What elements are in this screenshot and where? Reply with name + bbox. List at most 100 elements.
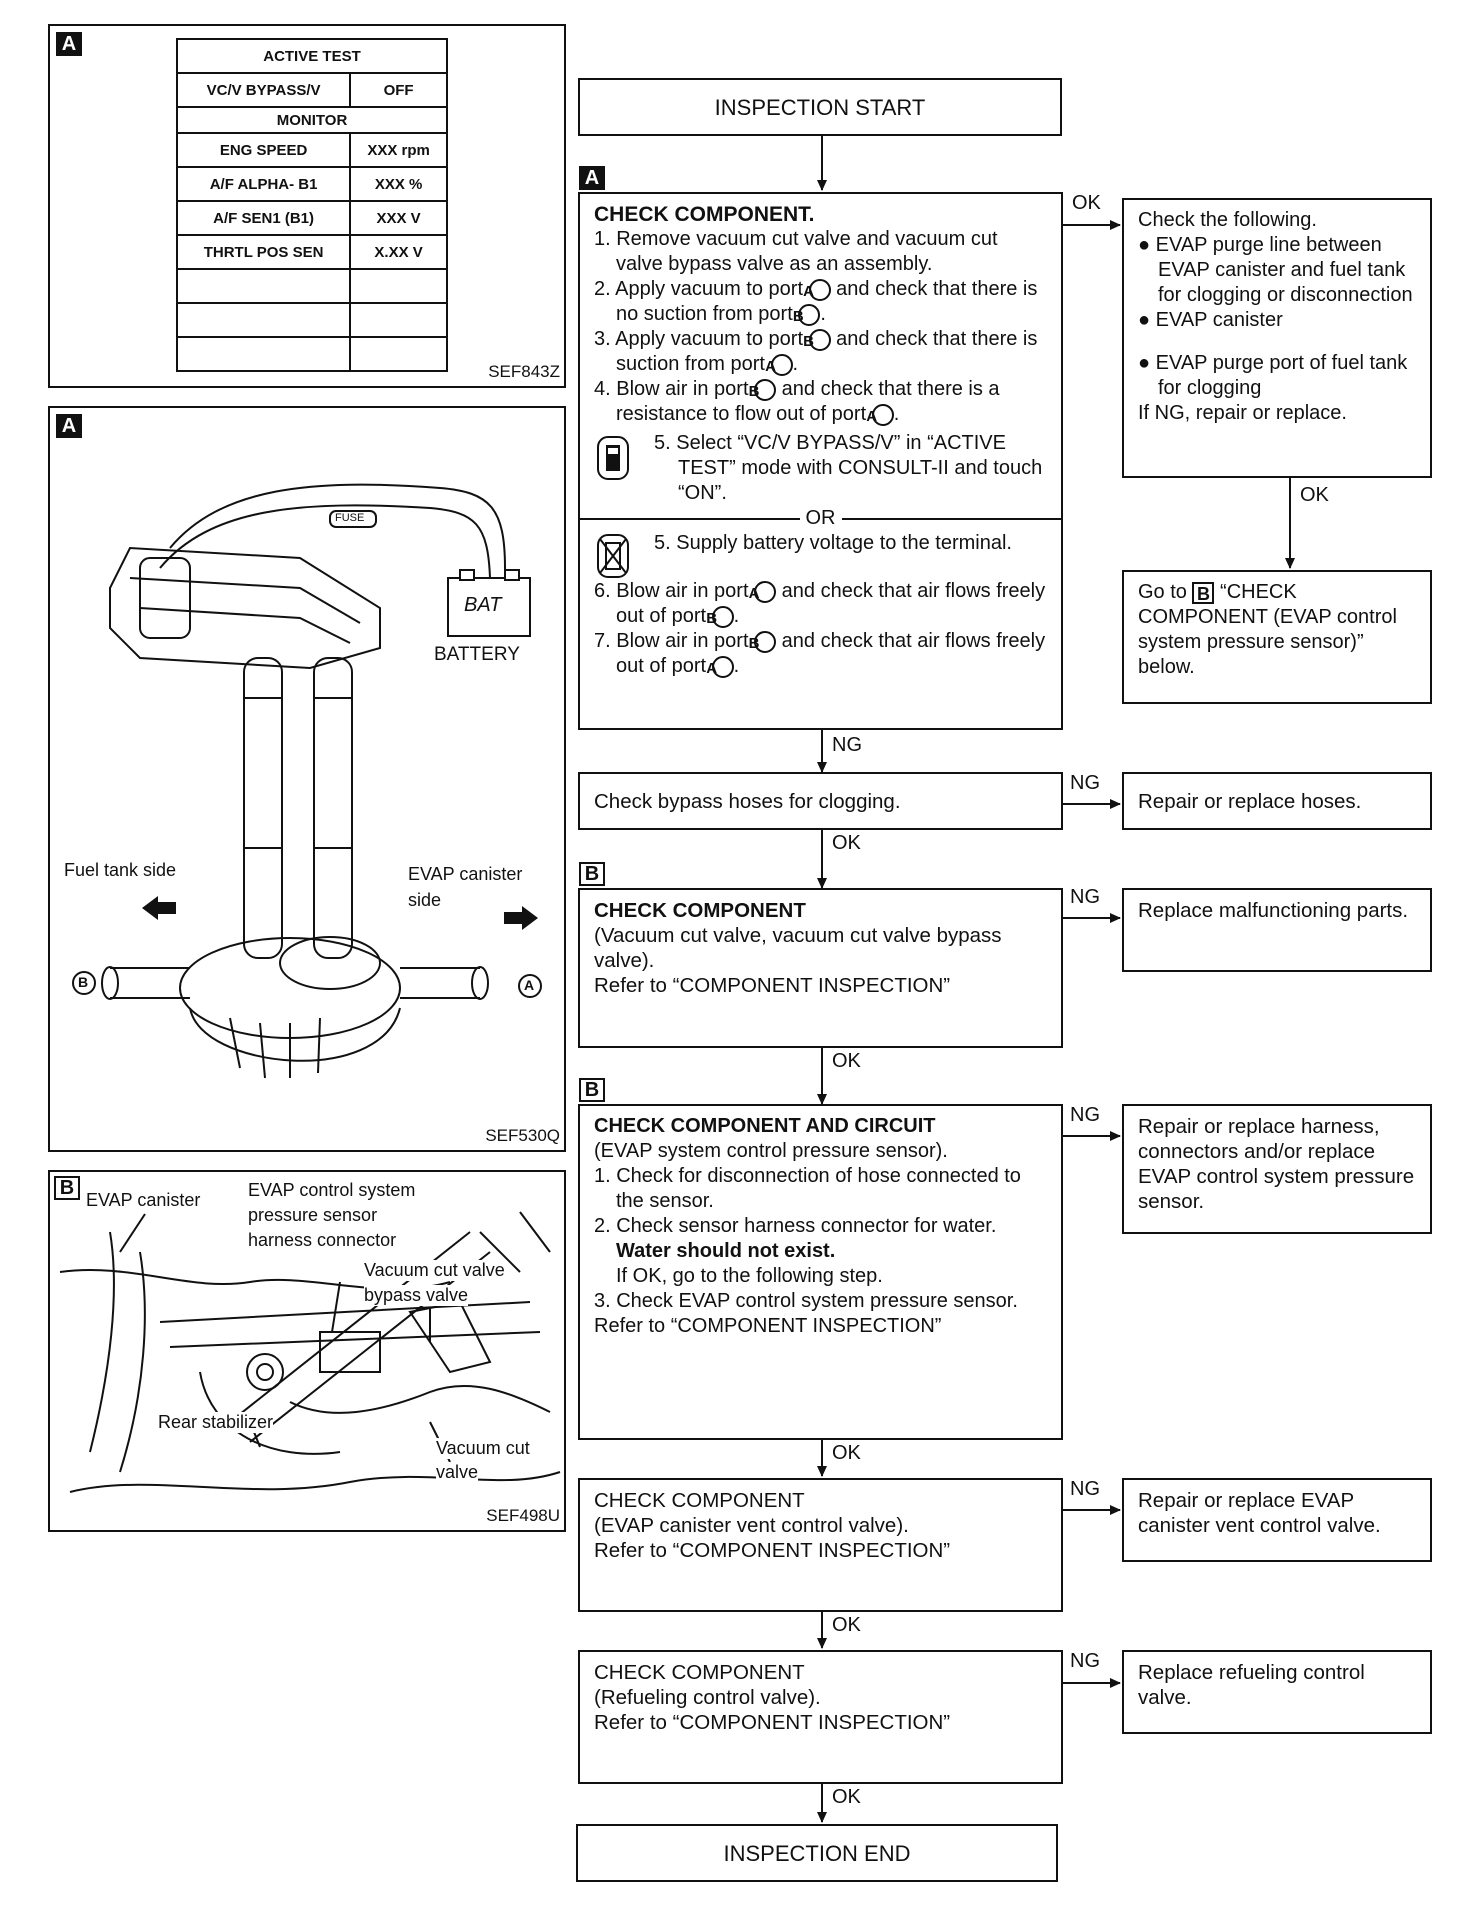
port-b-icon: B xyxy=(793,303,821,326)
ng-label: NG xyxy=(1070,772,1100,794)
bullet-icon: ● xyxy=(1138,352,1156,374)
step4-item: 3. Check EVAP control system pressure se… xyxy=(594,1290,1018,1312)
table-cell xyxy=(349,302,448,338)
port-a-label: A xyxy=(524,977,535,993)
check-following-intro: Check the following. xyxy=(1138,209,1317,231)
table-cell xyxy=(349,268,448,304)
panel-tag-a: A xyxy=(56,414,82,438)
table-cell: XXX V xyxy=(349,200,448,236)
table-cell: A/F SEN1 (B1) xyxy=(175,200,352,236)
table-cell: ENG SPEED xyxy=(175,132,352,168)
port-b-icon: B xyxy=(749,630,777,653)
ok-label: OK xyxy=(832,1442,861,1464)
step1-item: 1. Remove vacuum cut valve and vacuum cu… xyxy=(594,228,998,275)
bypass-valve-label-1: Vacuum cut valve xyxy=(364,1260,505,1281)
figure-code: SEF498U xyxy=(486,1506,560,1525)
active-test-table: ACTIVE TEST VC/V BYPASS/V OFF MONITOR EN… xyxy=(175,38,448,372)
consult-tester-icon xyxy=(597,436,629,480)
step4-ref: Refer to “COMPONENT INSPECTION” xyxy=(594,1315,942,1337)
step6-body: (Refueling control valve). xyxy=(594,1686,821,1709)
step1-title: CHECK COMPONENT. xyxy=(594,203,815,226)
table-header: ACTIVE TEST xyxy=(176,38,448,74)
check-bypass-hoses-box: Check bypass hoses for clogging. xyxy=(578,772,1063,830)
ok-label: OK xyxy=(832,832,861,854)
table-monitor: MONITOR xyxy=(176,106,448,134)
step-tag-a: A xyxy=(579,166,605,190)
goto-tag-b: B xyxy=(1192,581,1215,604)
ok-label: OK xyxy=(832,1786,861,1808)
check-following-box: Check the following. ● EVAP purge line b… xyxy=(1122,198,1432,478)
step4-warning: Water should not exist. xyxy=(616,1240,836,1262)
step1-item: 7. Blow air in port B and check that air… xyxy=(594,630,1046,678)
evap-side-label-2: side xyxy=(408,890,442,910)
table-cell xyxy=(175,302,352,338)
fuse-label: FUSE xyxy=(335,512,365,524)
step5-title: CHECK COMPONENT xyxy=(594,1489,805,1512)
bat-label: BAT xyxy=(464,594,502,616)
panel-tag-a: A xyxy=(56,32,82,56)
panel-tag-b: B xyxy=(54,1176,80,1200)
consult-option: 5. Select “VC/V BYPASS/V” in “ACTIVE TES… xyxy=(594,431,1047,506)
repair-harness-box: Repair or replace harness, connectors an… xyxy=(1122,1104,1432,1234)
valve-assembly-panel: A xyxy=(48,406,566,1152)
figure-code: SEF843Z xyxy=(488,362,560,381)
table-cell: XXX % xyxy=(349,166,448,202)
port-a-icon: A xyxy=(803,278,831,301)
table-cell: XXX rpm xyxy=(349,132,448,168)
ng-instruction: If NG, repair or replace. xyxy=(1138,402,1347,424)
inspection-end-box: INSPECTION END xyxy=(576,1824,1058,1882)
valve-assembly-illustration xyxy=(72,483,542,1079)
ng-label: NG xyxy=(832,734,862,756)
rear-stabilizer-label: Rear stabilizer xyxy=(158,1412,274,1433)
step3-body: (Vacuum cut valve, vacuum cut valve bypa… xyxy=(594,924,1002,972)
bullet-icon: ● xyxy=(1138,309,1156,331)
vacuum-cut-valve-label-1: Vacuum cut xyxy=(436,1438,530,1459)
table-cell xyxy=(175,268,352,304)
port-b-icon: B xyxy=(803,328,831,351)
check-vent-valve-box: CHECK COMPONENT (EVAP canister vent cont… xyxy=(578,1478,1063,1612)
repair-vent-valve-box: Repair or replace EVAP canister vent con… xyxy=(1122,1478,1432,1562)
evap-canister-label: EVAP canister xyxy=(86,1190,201,1211)
table-cell: THRTL POS SEN xyxy=(175,234,352,270)
or-divider: OR xyxy=(580,506,1061,531)
table-cell xyxy=(175,336,352,372)
port-a-icon: A xyxy=(749,580,777,603)
step-tag-b: B xyxy=(579,862,605,886)
no-tester-icon xyxy=(597,534,629,578)
bullet-item: ● EVAP purge port of fuel tank for clogg… xyxy=(1138,352,1408,399)
battery-label: BATTERY xyxy=(434,644,520,665)
step5-body: (EVAP canister vent control valve). xyxy=(594,1514,909,1537)
inspection-start-box: INSPECTION START xyxy=(578,78,1062,136)
port-a-icon: A xyxy=(866,403,894,426)
step1-item: 5. Supply battery voltage to the termina… xyxy=(654,532,1012,554)
step3-title: CHECK COMPONENT xyxy=(594,899,806,922)
goto-box: Go to B “CHECK COMPONENT (EVAP control s… xyxy=(1122,570,1432,704)
fuel-tank-side-label: Fuel tank side xyxy=(64,860,177,880)
step1-item: 3. Apply vacuum to port B and check that… xyxy=(594,328,1038,376)
ok-label: OK xyxy=(1300,484,1329,506)
ok-label: OK xyxy=(1072,192,1101,214)
check-vacuum-valve-box: CHECK COMPONENT (Vacuum cut valve, vacuu… xyxy=(578,888,1063,1048)
repair-hoses-box: Repair or replace hoses. xyxy=(1122,772,1432,830)
ng-label: NG xyxy=(1070,1104,1100,1126)
pressure-sensor-label-2: pressure sensor xyxy=(248,1205,378,1226)
ng-label: NG xyxy=(1070,1478,1100,1500)
ng-label: NG xyxy=(1070,1650,1100,1672)
replace-parts-box: Replace malfunctioning parts. xyxy=(1122,888,1432,972)
replace-refueling-valve-box: Replace refueling control valve. xyxy=(1122,1650,1432,1734)
port-a-icon: A xyxy=(765,353,793,376)
ok-label: OK xyxy=(832,1614,861,1636)
step4-ifok: If OK, go to the following step. xyxy=(616,1265,883,1287)
step4-title: CHECK COMPONENT AND CIRCUIT xyxy=(594,1115,936,1137)
port-a-icon: A xyxy=(706,655,734,678)
step1-item: 6. Blow air in port A and check that air… xyxy=(594,580,1046,628)
check-refueling-valve-box: CHECK COMPONENT (Refueling control valve… xyxy=(578,1650,1063,1784)
ng-label: NG xyxy=(1070,886,1100,908)
step4-body: (EVAP system control pressure sensor). xyxy=(594,1140,948,1162)
bullet-icon: ● xyxy=(1138,234,1156,256)
step-tag-b: B xyxy=(579,1078,605,1102)
step5-ref: Refer to “COMPONENT INSPECTION” xyxy=(594,1539,951,1562)
bullet-item: ● EVAP purge line between EVAP canister … xyxy=(1138,234,1413,306)
component-location-panel: B EVAP canister EVAP control system pres… xyxy=(48,1170,566,1532)
